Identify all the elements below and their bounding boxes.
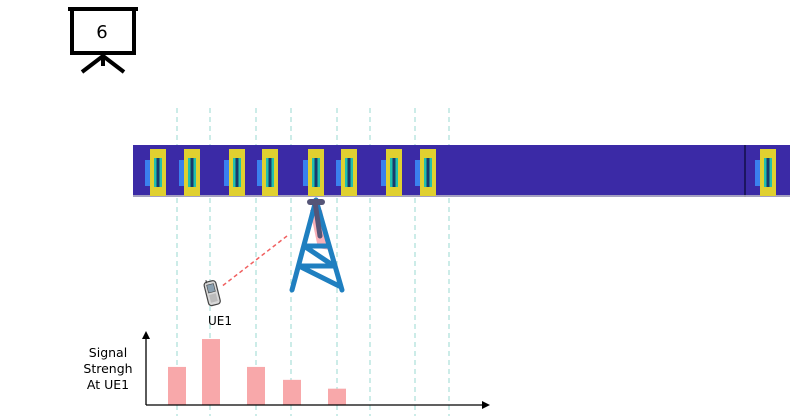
slot-block-9 <box>755 149 776 196</box>
signal-bar-3 <box>247 366 265 405</box>
signal-bar-4 <box>283 379 301 405</box>
y-axis-label: Signal Strengh At UE1 <box>70 345 146 393</box>
signal-bar-2 <box>202 339 220 405</box>
signal-bars <box>168 339 346 405</box>
presentation-board-icon <box>68 7 138 74</box>
y-axis-label-line-2: Strengh <box>83 361 133 376</box>
slot-block-3 <box>224 149 245 196</box>
slot-block-5 <box>303 149 324 196</box>
x-axis-arrowhead <box>482 401 490 409</box>
slot-block-6 <box>336 149 357 196</box>
signal-bar-5 <box>328 388 346 405</box>
mobile-phone-icon <box>203 280 221 307</box>
ue1-label: UE1 <box>208 314 232 328</box>
signal-bar-1 <box>168 366 186 405</box>
slot-blocks <box>145 149 776 196</box>
cell-tower-icon <box>289 197 345 293</box>
slot-block-4 <box>257 149 278 196</box>
slot-block-2 <box>179 149 200 196</box>
y-axis-arrowhead <box>142 331 150 339</box>
y-axis-label-line-1: Signal <box>88 345 128 360</box>
slot-block-1 <box>145 149 166 196</box>
radio-link-line <box>220 235 288 288</box>
y-axis-label-line-3: At UE1 <box>86 377 130 392</box>
slot-block-8 <box>415 149 436 196</box>
slide-number: 6 <box>96 21 108 43</box>
slot-block-7 <box>381 149 402 196</box>
